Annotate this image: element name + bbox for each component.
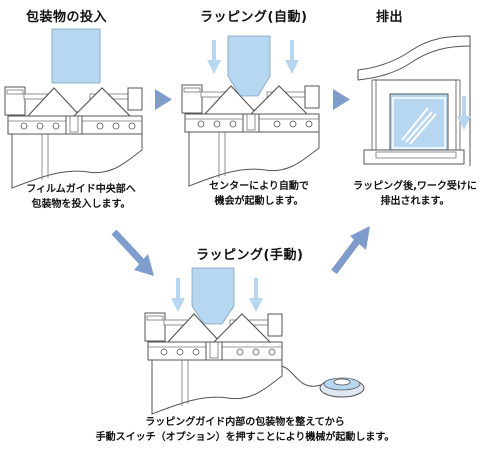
step2-machine — [181, 35, 320, 187]
step1-machine — [4, 28, 143, 189]
package-pressed — [191, 267, 235, 325]
step4-title: ラッピング(手動) — [196, 248, 304, 263]
diagonal-up-arrow-icon — [331, 226, 370, 275]
press-down-arrow-icon — [207, 40, 221, 74]
step1-title: 包装物の投入 — [26, 10, 108, 25]
press-down-arrow-icon — [249, 278, 263, 312]
press-down-arrow-icon — [171, 278, 185, 312]
press-down-arrow-icon — [285, 40, 299, 74]
step2-caption-line1: センターにより自動で — [209, 181, 309, 192]
step2-caption-line2: 機会が起動します。 — [214, 196, 304, 207]
step2-title: ラッピング(自動) — [200, 10, 308, 25]
step1-caption-line1: フィルムガイド中央部へ — [26, 184, 136, 195]
foot-switch-icon — [281, 365, 365, 398]
next-step-arrow-icon — [333, 89, 350, 110]
step3-caption-line1: ラッピング後,ワーク受けに — [353, 181, 477, 192]
diagonal-down-arrow-icon — [111, 229, 154, 276]
next-step-arrow-icon — [155, 89, 172, 110]
package-pressed — [227, 35, 271, 97]
step3-machine — [357, 35, 471, 166]
step1-caption-line2: 包装物を投入します。 — [31, 199, 131, 210]
step3-caption-line2: 排出されます。 — [380, 196, 450, 207]
step4-machine — [144, 267, 283, 415]
step3-title: 排出 — [376, 10, 404, 25]
step4-caption-line1: ラッピングガイド内部の包装物を整えてから — [145, 417, 345, 428]
wrapped-package — [389, 93, 449, 151]
package-upright — [51, 28, 101, 84]
step4-caption-line2: 手動スイッチ（オプション）を押すことにより機械が起動します。 — [95, 432, 395, 443]
